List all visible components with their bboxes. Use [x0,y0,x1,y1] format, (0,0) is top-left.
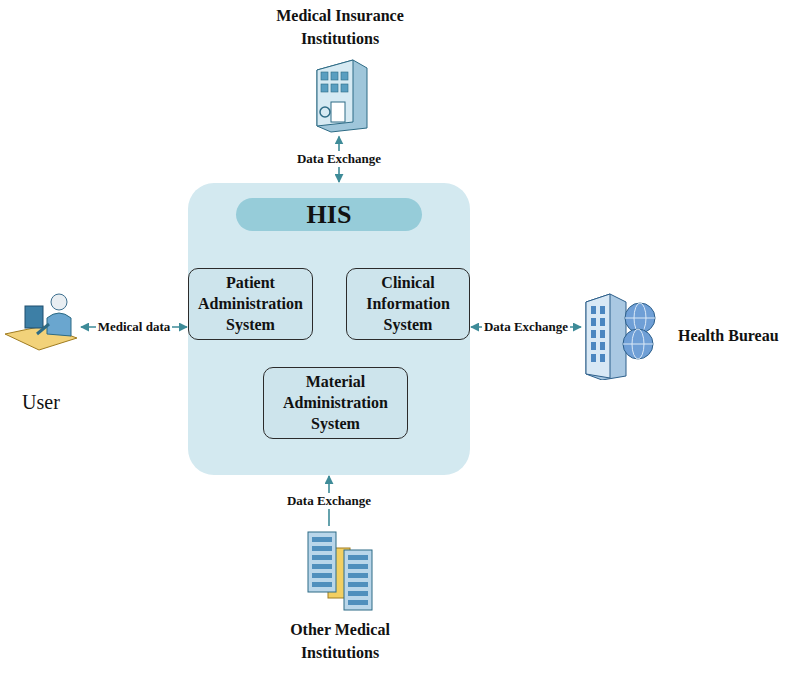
external-entity: Health Bureau [582,292,804,380]
external-entity: User [2,290,80,417]
external-entity: Medical Insurance Institutions [250,4,430,134]
rack-slot [348,591,368,596]
entity-label: Health Bureau [678,324,779,347]
building-side [317,60,367,132]
external-entity: Other Medical Institutions [250,528,430,664]
head [51,294,67,310]
globe-line [623,344,653,345]
rack-slot [348,582,368,587]
box-label: Clinical Information System [353,273,463,335]
globe [625,303,655,333]
tower-side [586,294,626,380]
rack-slot [348,600,368,605]
box-label: Material Administration System [270,372,401,434]
tower-front [586,294,610,378]
rack-slot [312,546,332,551]
user-icon [3,290,79,354]
rack-slot [348,573,368,578]
window [600,342,605,350]
window [591,342,596,350]
rack [344,550,372,610]
bureau-icon [582,292,662,380]
window [600,354,605,362]
arm [37,324,49,334]
entity-label: User [22,388,60,417]
globe-line [625,318,655,319]
window [600,318,605,326]
window [591,330,596,338]
subsystem-box: Material Administration System [263,367,408,439]
window [600,330,605,338]
panel-title: HIS [236,198,422,231]
window [591,354,596,362]
window [341,72,348,80]
rack [308,532,336,592]
body [47,313,71,336]
link-label: Data Exchange [482,319,570,335]
window [331,84,338,92]
window [600,306,605,314]
link-label: Data Exchange [285,493,373,509]
wheel-sign [320,107,330,117]
window [591,318,596,326]
subsystem-box: Clinical Information System [346,268,470,340]
rack-slot [348,564,368,569]
door [331,102,345,122]
system-panel: HIS Patient Administration System Clinical… [188,183,470,475]
window [341,84,348,92]
building-icon [309,56,371,134]
rack-slot [312,573,332,578]
rack-slot [312,582,332,587]
subsystem-box: Patient Administration System [188,268,313,340]
entity-label: Other Medical Institutions [250,618,430,664]
entity-label: Medical Insurance Institutions [250,4,430,50]
globe [623,329,653,359]
link-label: Data Exchange [295,151,383,167]
rack-slot [312,555,332,560]
rack-slot [312,537,332,542]
box-label: Patient Administration System [195,273,306,335]
monitor [25,306,43,328]
link-label: Medical data [96,319,173,335]
window [591,306,596,314]
rack-slot [312,564,332,569]
servers-icon [304,528,376,614]
window [321,72,328,80]
window [321,84,328,92]
rack-slot [348,555,368,560]
window [331,72,338,80]
building-front [317,60,353,126]
